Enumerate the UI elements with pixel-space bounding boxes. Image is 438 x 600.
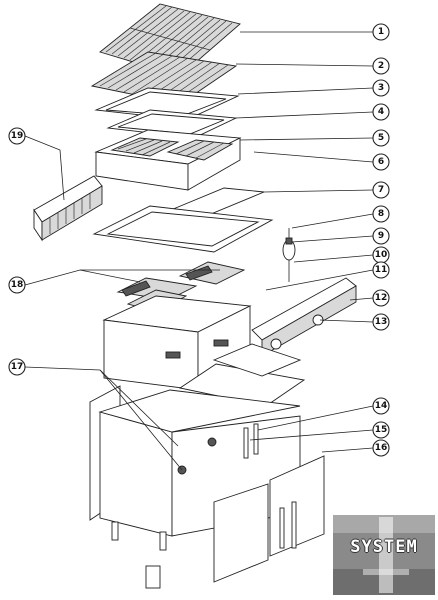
callout-15: 15 [372,421,390,439]
callout-11: 11 [372,261,390,279]
callout-5: 5 [372,129,390,147]
cabinet [89,385,301,589]
igniter [282,228,296,282]
callout-8: 8 [372,205,390,223]
callout-17: 17 [8,358,26,376]
svg-text:7: 7 [378,185,384,195]
svg-text:19: 19 [11,131,24,141]
callout-1: 1 [372,23,390,41]
cabinet-doors [213,455,325,583]
callout-3: 3 [372,79,390,97]
callout-10: 10 [372,246,390,264]
leader-lines [24,31,374,471]
svg-text:6: 6 [378,157,384,167]
svg-text:12: 12 [375,293,388,303]
svg-text:13: 13 [375,317,388,327]
svg-text:18: 18 [11,280,24,290]
svg-text:8: 8 [378,209,384,219]
callout-13: 13 [372,313,390,331]
svg-text:15: 15 [375,425,388,435]
grate-frame [94,87,240,121]
system-logo: SYSTEM [333,515,435,595]
control-panel [251,277,357,357]
svg-text:10: 10 [375,250,388,260]
svg-text:1: 1 [378,27,384,37]
logo-mark-icon [333,515,435,595]
callout-12: 12 [372,289,390,307]
heat-shield [33,175,103,242]
drip-frame [92,205,274,253]
callout-9: 9 [372,227,390,245]
callout-19: 19 [8,127,26,145]
svg-text:4: 4 [378,107,384,117]
svg-text:17: 17 [11,362,24,372]
svg-text:14: 14 [375,401,388,411]
callout-18: 18 [8,276,26,294]
svg-text:5: 5 [378,133,384,143]
burner-tray [94,129,265,217]
callout-7: 7 [372,181,390,199]
callout-16: 16 [372,439,390,457]
svg-text:9: 9 [378,231,384,241]
callout-14: 14 [372,397,390,415]
callout-6: 6 [372,153,390,171]
svg-text:3: 3 [378,83,384,93]
callout-2: 2 [372,57,390,75]
callout-4: 4 [372,103,390,121]
svg-text:16: 16 [375,443,388,453]
svg-text:2: 2 [378,61,384,71]
logo-text: SYSTEM [350,537,418,557]
svg-text:11: 11 [375,265,388,275]
